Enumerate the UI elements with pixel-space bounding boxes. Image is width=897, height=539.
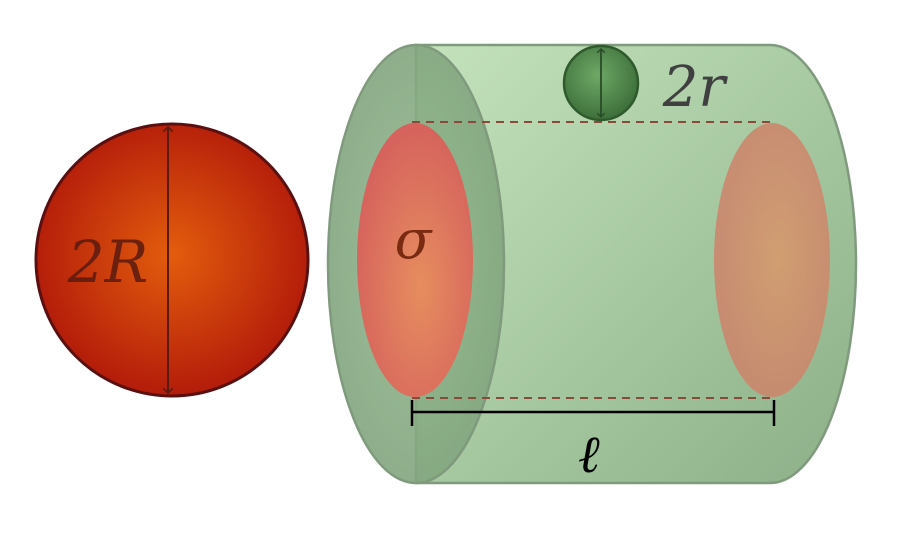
label-2R: 2R <box>67 228 149 296</box>
small-sphere <box>562 44 640 122</box>
length-ruler <box>410 400 776 426</box>
label-2r: 2r <box>662 55 729 120</box>
back-disc <box>714 123 830 397</box>
front-disc <box>357 123 473 397</box>
large-sphere <box>34 122 310 398</box>
label-length: ℓ <box>579 424 601 485</box>
cylinder <box>326 43 858 485</box>
label-sigma: σ <box>395 208 434 271</box>
